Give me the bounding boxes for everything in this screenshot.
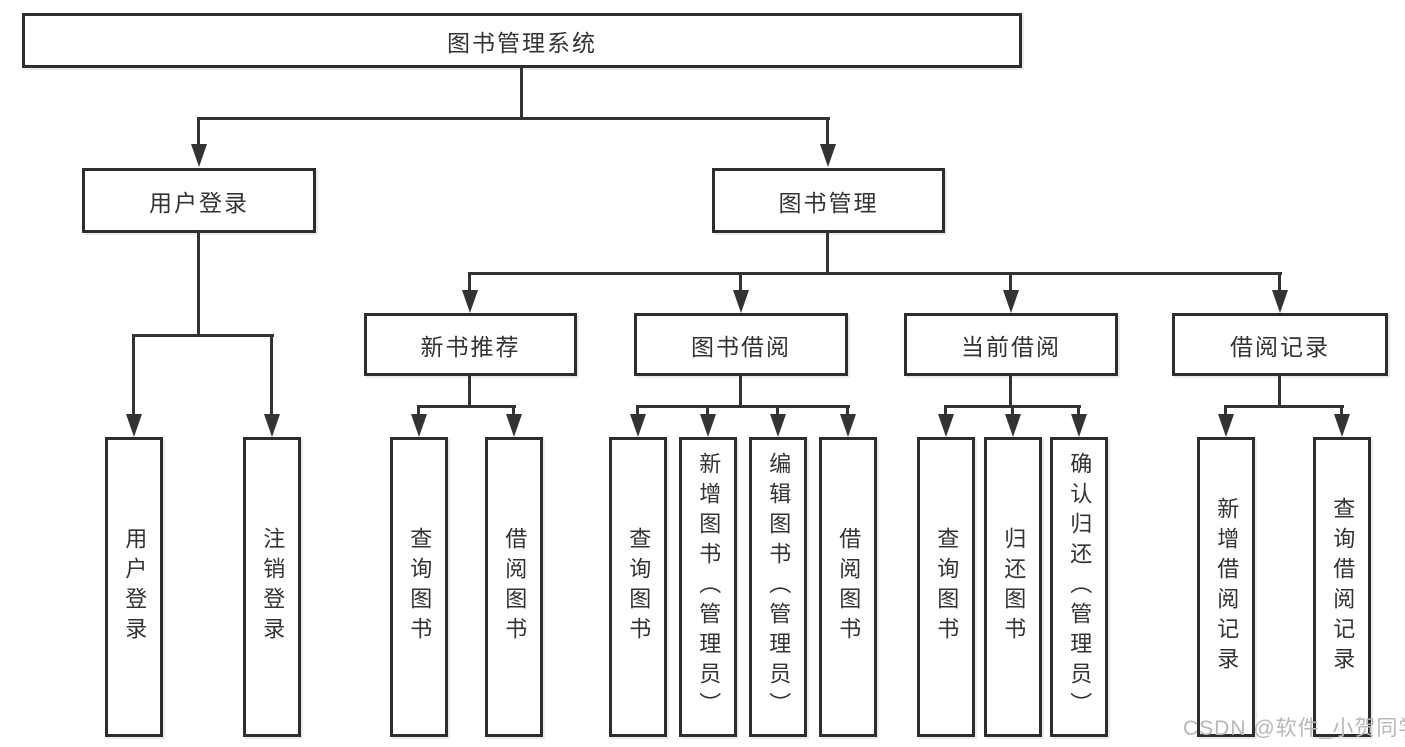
leaf-cb-confirm-return: 确认归还（管理员） — [1050, 437, 1108, 737]
node-book-borrow-label: 图书借阅 — [691, 333, 791, 360]
connector-arrowhead — [264, 414, 280, 437]
leaf-bb-borrow-books-label: 借阅图书 — [836, 527, 862, 647]
connector-arrowhead — [1334, 414, 1350, 437]
leaf-nb-query-books-label: 查询图书 — [407, 527, 433, 647]
connector-line — [520, 66, 523, 119]
connector-line — [826, 117, 829, 145]
connector-line — [826, 231, 829, 274]
connector-arrowhead — [411, 414, 427, 437]
connector-arrowhead — [1005, 414, 1021, 437]
node-current-borrow: 当前借阅 — [904, 313, 1118, 376]
node-borrow-records-label: 借阅记录 — [1230, 333, 1330, 360]
connector-line — [417, 405, 420, 417]
leaf-nb-borrow-books-label: 借阅图书 — [502, 527, 528, 647]
node-new-book-recommend: 新书推荐 — [364, 313, 577, 376]
connector-line — [1224, 405, 1344, 408]
connector-line — [706, 405, 709, 417]
leaf-cb-confirm-return-label: 确认归还（管理员） — [1067, 452, 1093, 722]
csdn-watermark: CSDN @软件_小贺同学 — [1183, 717, 1405, 740]
connector-line — [776, 405, 779, 417]
connector-line — [197, 231, 200, 335]
connector-line — [197, 117, 200, 145]
node-root-label: 图书管理系统 — [447, 29, 597, 56]
connector-arrowhead — [770, 414, 786, 437]
leaf-logout: 注销登录 — [243, 437, 301, 737]
connector-line — [739, 272, 742, 290]
connector-line — [1278, 272, 1281, 290]
node-borrow-records: 借阅记录 — [1172, 313, 1388, 376]
connector-line — [846, 405, 849, 417]
leaf-bb-query-books-label: 查询图书 — [626, 527, 652, 647]
leaf-cb-return-books: 归还图书 — [984, 437, 1042, 737]
leaf-bb-add-books-label: 新增图书（管理员） — [696, 452, 722, 722]
connector-arrowhead — [191, 144, 207, 167]
leaf-br-query-record: 查询借阅记录 — [1313, 437, 1371, 737]
connector-arrowhead — [938, 414, 954, 437]
connector-arrowhead — [630, 414, 646, 437]
leaf-bb-query-books: 查询图书 — [609, 437, 667, 737]
node-book-management: 图书管理 — [712, 168, 945, 233]
connector-line — [197, 117, 830, 120]
connector-arrowhead — [462, 290, 478, 313]
connector-line — [944, 405, 947, 417]
leaf-cb-return-books-label: 归还图书 — [1001, 527, 1027, 647]
connector-line — [132, 334, 274, 337]
connector-line — [468, 272, 1282, 275]
leaf-bb-borrow-books: 借阅图书 — [819, 437, 877, 737]
connector-arrowhead — [700, 414, 716, 437]
leaf-nb-borrow-books: 借阅图书 — [485, 437, 543, 737]
connector-line — [1278, 374, 1281, 407]
connector-line — [1009, 374, 1012, 407]
connector-line — [636, 405, 850, 408]
leaf-br-add-record: 新增借阅记录 — [1197, 437, 1255, 737]
connector-line — [1077, 405, 1080, 417]
leaf-br-add-record-label: 新增借阅记录 — [1214, 497, 1240, 677]
connector-arrowhead — [733, 290, 749, 313]
connector-arrowhead — [506, 414, 522, 437]
connector-line — [417, 405, 516, 408]
connector-arrowhead — [1272, 290, 1288, 313]
leaf-bb-edit-books-label: 编辑图书（管理员） — [766, 452, 792, 722]
connector-line — [1009, 272, 1012, 290]
connector-arrowhead — [126, 414, 142, 437]
connector-line — [739, 374, 742, 407]
connector-arrowhead — [1071, 414, 1087, 437]
leaf-user-login: 用户登录 — [105, 437, 163, 737]
node-root: 图书管理系统 — [22, 13, 1022, 68]
leaf-cb-query-books-label: 查询图书 — [934, 527, 960, 647]
connector-line — [468, 272, 471, 290]
leaf-user-login-label: 用户登录 — [122, 527, 148, 647]
connector-arrowhead — [1003, 290, 1019, 313]
connector-arrowhead — [820, 144, 836, 167]
leaf-logout-label: 注销登录 — [260, 527, 286, 647]
node-current-borrow-label: 当前借阅 — [961, 333, 1061, 360]
connector-line — [636, 405, 639, 417]
leaf-cb-query-books: 查询图书 — [917, 437, 975, 737]
connector-arrowhead — [840, 414, 856, 437]
connector-line — [132, 334, 135, 416]
node-user-login-label: 用户登录 — [149, 189, 249, 216]
node-book-borrow: 图书借阅 — [634, 313, 848, 376]
leaf-bb-add-books: 新增图书（管理员） — [679, 437, 737, 737]
node-new-book-recommend-label: 新书推荐 — [420, 333, 521, 360]
connector-line — [1340, 405, 1343, 417]
node-book-management-label: 图书管理 — [778, 189, 879, 216]
leaf-nb-query-books: 查询图书 — [390, 437, 448, 737]
connector-arrowhead — [1218, 414, 1234, 437]
leaf-br-query-record-label: 查询借阅记录 — [1330, 497, 1356, 677]
leaf-bb-edit-books: 编辑图书（管理员） — [749, 437, 807, 737]
connector-line — [1011, 405, 1014, 417]
connector-line — [270, 334, 273, 416]
connector-line — [468, 374, 471, 407]
node-user-login: 用户登录 — [82, 168, 316, 233]
connector-line — [1224, 405, 1227, 417]
connector-line — [512, 405, 515, 417]
